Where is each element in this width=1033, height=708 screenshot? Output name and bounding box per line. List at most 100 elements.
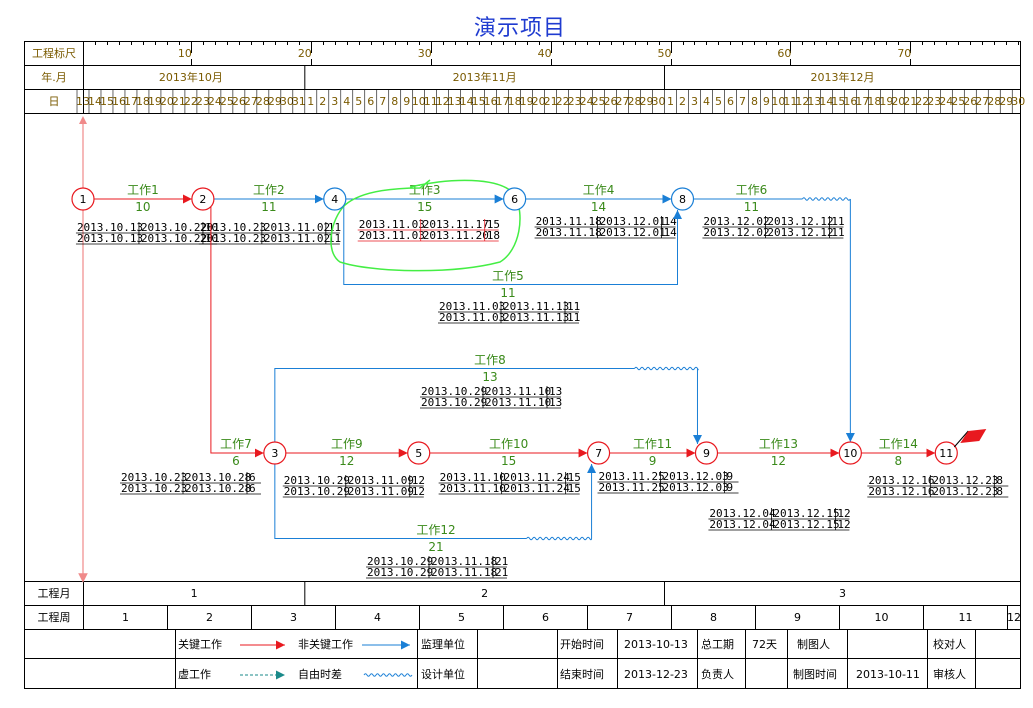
date-duration: 12 (412, 474, 425, 487)
date-end: 2013.11.13 (503, 300, 569, 313)
time-axis-arrow-head (79, 116, 87, 124)
task-dates: 2013.10.292013.11.18212013.10.292013.11.… (366, 555, 508, 579)
day-number: 12 (436, 95, 450, 108)
day-number: 22 (556, 95, 570, 108)
task-duration: 14 (591, 200, 606, 214)
footer-week-value: 10 (875, 611, 889, 624)
date-start: 2013.10.29 (367, 566, 433, 579)
day-number: 2 (679, 95, 686, 108)
node-id: 4 (331, 193, 338, 206)
day-number: 19 (148, 95, 162, 108)
day-number: 4 (703, 95, 710, 108)
day-number: 15 (100, 95, 114, 108)
day-number: 23 (927, 95, 941, 108)
legend-end-value: 2013-12-23 (624, 668, 688, 681)
day-number: 10 (412, 95, 426, 108)
date-start: 2013.11.18 (536, 215, 602, 228)
date-start: 2013.10.29 (367, 555, 433, 568)
date-duration: 6 (249, 482, 256, 495)
footer-week-value: 2 (206, 611, 213, 624)
node-circle (670, 187, 695, 211)
day-number: 16 (484, 95, 498, 108)
day-number: 4 (343, 95, 350, 108)
legend-start-value: 2013-10-13 (624, 638, 688, 651)
date-start: 2013.10.23 (121, 471, 187, 484)
day-number: 27 (975, 95, 989, 108)
free-float-wave (634, 366, 699, 371)
free-float-wave (526, 536, 593, 541)
day-number: 16 (112, 95, 126, 108)
month-label: 2013年11月 (453, 70, 517, 84)
legend-drawtime-label: 制图时间 (793, 668, 837, 681)
date-end: 2013.12.03 (663, 470, 729, 483)
date-start: 2013.11.10 (440, 471, 506, 484)
task-duration: 9 (649, 454, 657, 468)
task-duration: 12 (771, 454, 786, 468)
date-duration: 11 (567, 311, 580, 324)
day-number: 22 (915, 95, 929, 108)
task-duration: 13 (482, 370, 497, 384)
task-duration: 8 (894, 454, 902, 468)
task-dates: 2013.11.032013.11.13112013.11.032013.11.… (438, 300, 580, 324)
end-flag-pole (953, 430, 969, 448)
task-dates: 2013.11.252013.12.0392013.11.252013.12.0… (597, 470, 739, 494)
task-name: 工作6 (736, 183, 768, 197)
task-name: 工作11 (633, 437, 672, 451)
footer-week-value: 6 (542, 611, 549, 624)
day-number: 3 (331, 95, 338, 108)
task-dates: 2013.10.232013.11.02112013.10.232013.11.… (198, 221, 341, 245)
node-id: 1 (80, 193, 87, 206)
date-end: 2013.10.22 (141, 221, 207, 234)
legend-start-label: 开始时间 (560, 637, 604, 651)
date-start: 2013.10.23 (200, 232, 266, 245)
day-number: 15 (472, 95, 486, 108)
date-end: 2013.12.03 (663, 481, 729, 494)
ruler-tick-label: 50 (658, 47, 672, 60)
month-label: 2013年10月 (159, 70, 223, 84)
day-number: 20 (891, 95, 905, 108)
task-name: 工作4 (583, 183, 615, 197)
date-start: 2013.10.23 (121, 482, 187, 495)
date-start: 2013.11.03 (439, 300, 505, 313)
ruler-tick-label: 40 (538, 47, 552, 60)
date-duration: 15 (487, 218, 500, 231)
network: 工作1102013.10.132013.10.22102013.10.13201… (71, 116, 1009, 583)
date-end: 2013.11.17 (423, 218, 489, 231)
date-start: 2013.12.16 (868, 485, 934, 498)
date-duration: 11 (831, 226, 844, 239)
date-end: 2013.11.24 (504, 482, 571, 495)
ruler-tick-label: 60 (777, 47, 791, 60)
date-start: 2013.11.03 (359, 229, 425, 242)
task-duration: 11 (500, 286, 515, 300)
task-arrow (343, 206, 682, 285)
task-dates: 2013.12.162013.12.2382013.12.162013.12.2… (867, 474, 1009, 498)
day-number: 18 (136, 95, 150, 108)
task-name: 工作9 (331, 437, 363, 451)
date-end: 2013.11.20 (423, 229, 489, 242)
ruler-tick-label: 70 (897, 47, 911, 60)
day-number: 11 (424, 95, 438, 108)
day-number: 30 (1011, 95, 1025, 108)
task-duration: 11 (261, 200, 276, 214)
day-number: 15 (831, 95, 845, 108)
date-duration: 11 (328, 232, 341, 245)
day-number: 26 (232, 95, 246, 108)
legend-supervisor-label: 监理单位 (421, 637, 465, 651)
day-number: 2 (319, 95, 326, 108)
date-duration: 12 (837, 507, 850, 520)
day-number: 1 (307, 95, 314, 108)
task-dates: 2013.12.022013.12.12112013.12.022013.12.… (702, 215, 845, 239)
task-name: 工作2 (253, 183, 285, 197)
day-number: 28 (987, 95, 1001, 108)
node-circle (503, 187, 527, 211)
date-end: 2013.12.23 (932, 485, 998, 498)
date-end: 2013.11.10 (485, 396, 551, 409)
ym-label: 年.月 (41, 70, 67, 84)
outer-frame (24, 41, 1021, 689)
day-number: 9 (403, 95, 410, 108)
date-duration: 8 (996, 474, 1003, 487)
day-number: 24 (208, 95, 222, 108)
date-duration: 15 (568, 471, 581, 484)
date-end: 2013.12.12 (767, 215, 833, 228)
